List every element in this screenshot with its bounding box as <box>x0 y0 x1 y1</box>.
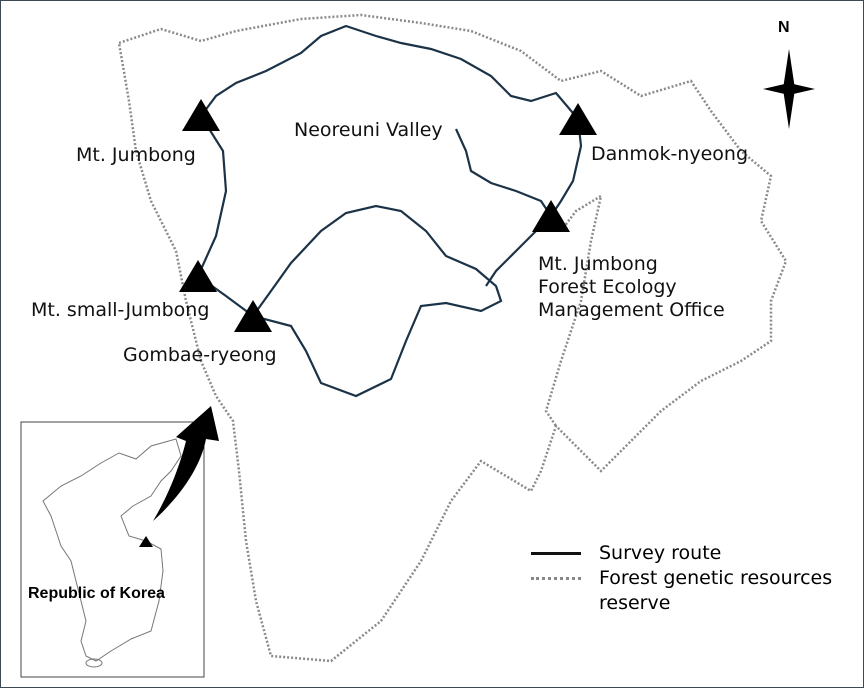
label-office: Mt. Jumbong Forest Ecology Management Of… <box>538 253 725 322</box>
marker-gombae-ryeong <box>234 300 272 332</box>
legend-reserve-label-2: reserve <box>599 592 671 614</box>
korea-outline <box>42 438 182 662</box>
north-label: N <box>778 19 790 36</box>
marker-office <box>532 200 570 232</box>
label-neoreuni-valley: Neoreuni Valley <box>294 119 443 141</box>
marker-danmok-nyeong <box>559 103 597 135</box>
label-office-line1: Mt. Jumbong <box>538 253 658 275</box>
legend-reserve-label-1: Forest genetic resources <box>599 567 833 589</box>
label-office-line2: Forest Ecology <box>538 276 677 298</box>
site-markers <box>179 99 597 332</box>
label-office-line3: Management Office <box>538 299 725 321</box>
marker-mt-jumbong <box>182 99 220 131</box>
legend-route-label: Survey route <box>599 542 722 564</box>
legend-reserve: Forest genetic resources reserve <box>531 566 832 616</box>
survey-route <box>196 24 583 398</box>
marker-small-jumbong <box>179 260 217 292</box>
legend-reserve-swatch <box>531 577 581 580</box>
label-mt-jumbong: Mt. Jumbong <box>76 144 196 166</box>
inset-label: Republic of Korea <box>28 585 165 602</box>
reserve-inner-line <box>544 193 603 427</box>
jeju-outline <box>85 658 103 668</box>
label-danmok-nyeong: Danmok-nyeong <box>591 143 749 165</box>
legend-route-swatch <box>531 552 581 555</box>
label-mt-small-jumbong: Mt. small-Jumbong <box>31 299 210 321</box>
label-gombae-ryeong: Gombae-ryeong <box>123 344 277 366</box>
legend: Survey route Forest genetic resources re… <box>531 541 832 616</box>
inset-location-marker <box>139 536 153 547</box>
legend-route: Survey route <box>531 541 832 566</box>
north-arrow-icon <box>763 49 815 129</box>
inset-frame <box>20 421 205 678</box>
inset-pointer-arrow-icon <box>153 406 219 521</box>
